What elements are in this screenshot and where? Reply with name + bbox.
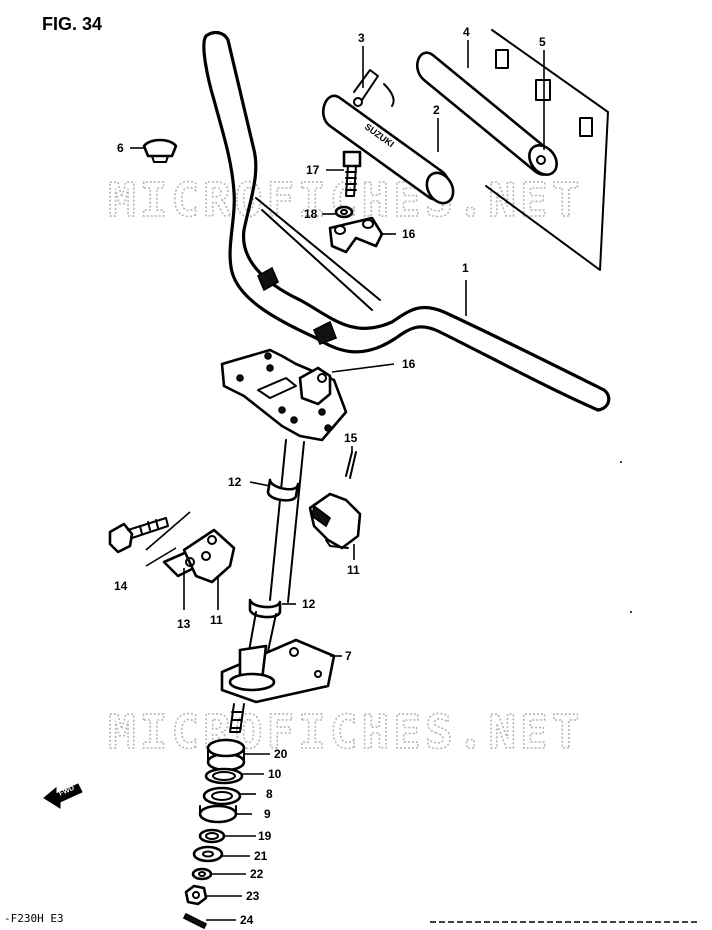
callout-13: 13: [177, 617, 191, 631]
callout-2: 2: [433, 103, 440, 117]
bolt-17: [342, 150, 362, 197]
callout-18: 18: [304, 207, 318, 221]
callout-10: 10: [268, 767, 282, 781]
bolt-14: [108, 517, 169, 554]
cap: [142, 138, 178, 163]
callout-17: 17: [306, 163, 320, 177]
bearing-10: [204, 767, 244, 785]
callout-19: 19: [258, 829, 272, 843]
bearing-20: [206, 738, 246, 772]
callout-15: 15: [344, 431, 358, 445]
figure-title: FIG. 34: [42, 14, 102, 34]
callout-22: 22: [250, 867, 264, 881]
seal-9: [198, 804, 238, 824]
callout-4: 4: [463, 25, 470, 39]
right-shaft-holder: [308, 492, 362, 550]
callout-3: 3: [358, 31, 365, 45]
callout-14: 14: [114, 579, 128, 593]
pad-strap: [353, 69, 395, 107]
washer-18: [334, 205, 354, 219]
lower-bracket: [220, 638, 336, 704]
callout-20: 20: [274, 747, 288, 761]
steering-shaft: [245, 439, 305, 671]
callout-16-lower: 16: [402, 357, 416, 371]
washer-21: [192, 845, 224, 863]
handlebar: [202, 30, 611, 412]
crossbar-pad: [416, 51, 558, 176]
scan-specks: [620, 461, 632, 613]
callout-11-lower: 11: [210, 613, 223, 627]
callout-5: 5: [539, 35, 546, 49]
lower-shaft-holder: [162, 528, 236, 584]
callout-numbers: 1 2 3 4 5 6 7 8 9 10 11 11 12 12 13 14 1…: [114, 25, 546, 927]
upper-handlebar-clamp: [328, 216, 384, 254]
washer-19: [198, 828, 226, 844]
callout-6: 6: [117, 141, 124, 155]
callout-11-right: 11: [347, 563, 360, 577]
callout-16-upper: 16: [402, 227, 416, 241]
decal-sheet: [485, 29, 609, 271]
callout-9: 9: [264, 807, 271, 821]
model-code: -F230H E3: [4, 912, 64, 925]
callout-7: 7: [345, 649, 352, 663]
forward-arrow-icon: FWD: [43, 783, 83, 809]
cotter-pin: [345, 451, 357, 479]
watermark-top: MICROFICHES.NET: [108, 173, 583, 227]
cotter-pin-24: [182, 912, 208, 930]
callout-21: 21: [254, 849, 268, 863]
callout-1: 1: [462, 261, 469, 275]
bearing-8: [202, 786, 242, 806]
shaft-thread: [229, 703, 245, 733]
watermark-bottom: MICROFICHES.NET: [108, 705, 583, 759]
callout-12-upper: 12: [228, 475, 242, 489]
top-plate: [220, 348, 348, 442]
callout-12-lower: 12: [302, 597, 316, 611]
callout-23: 23: [246, 889, 260, 903]
leader-lines: [130, 40, 545, 921]
nut-23: [184, 884, 208, 906]
washer-22: [191, 867, 213, 881]
callout-24: 24: [240, 913, 254, 927]
callout-8: 8: [266, 787, 273, 801]
